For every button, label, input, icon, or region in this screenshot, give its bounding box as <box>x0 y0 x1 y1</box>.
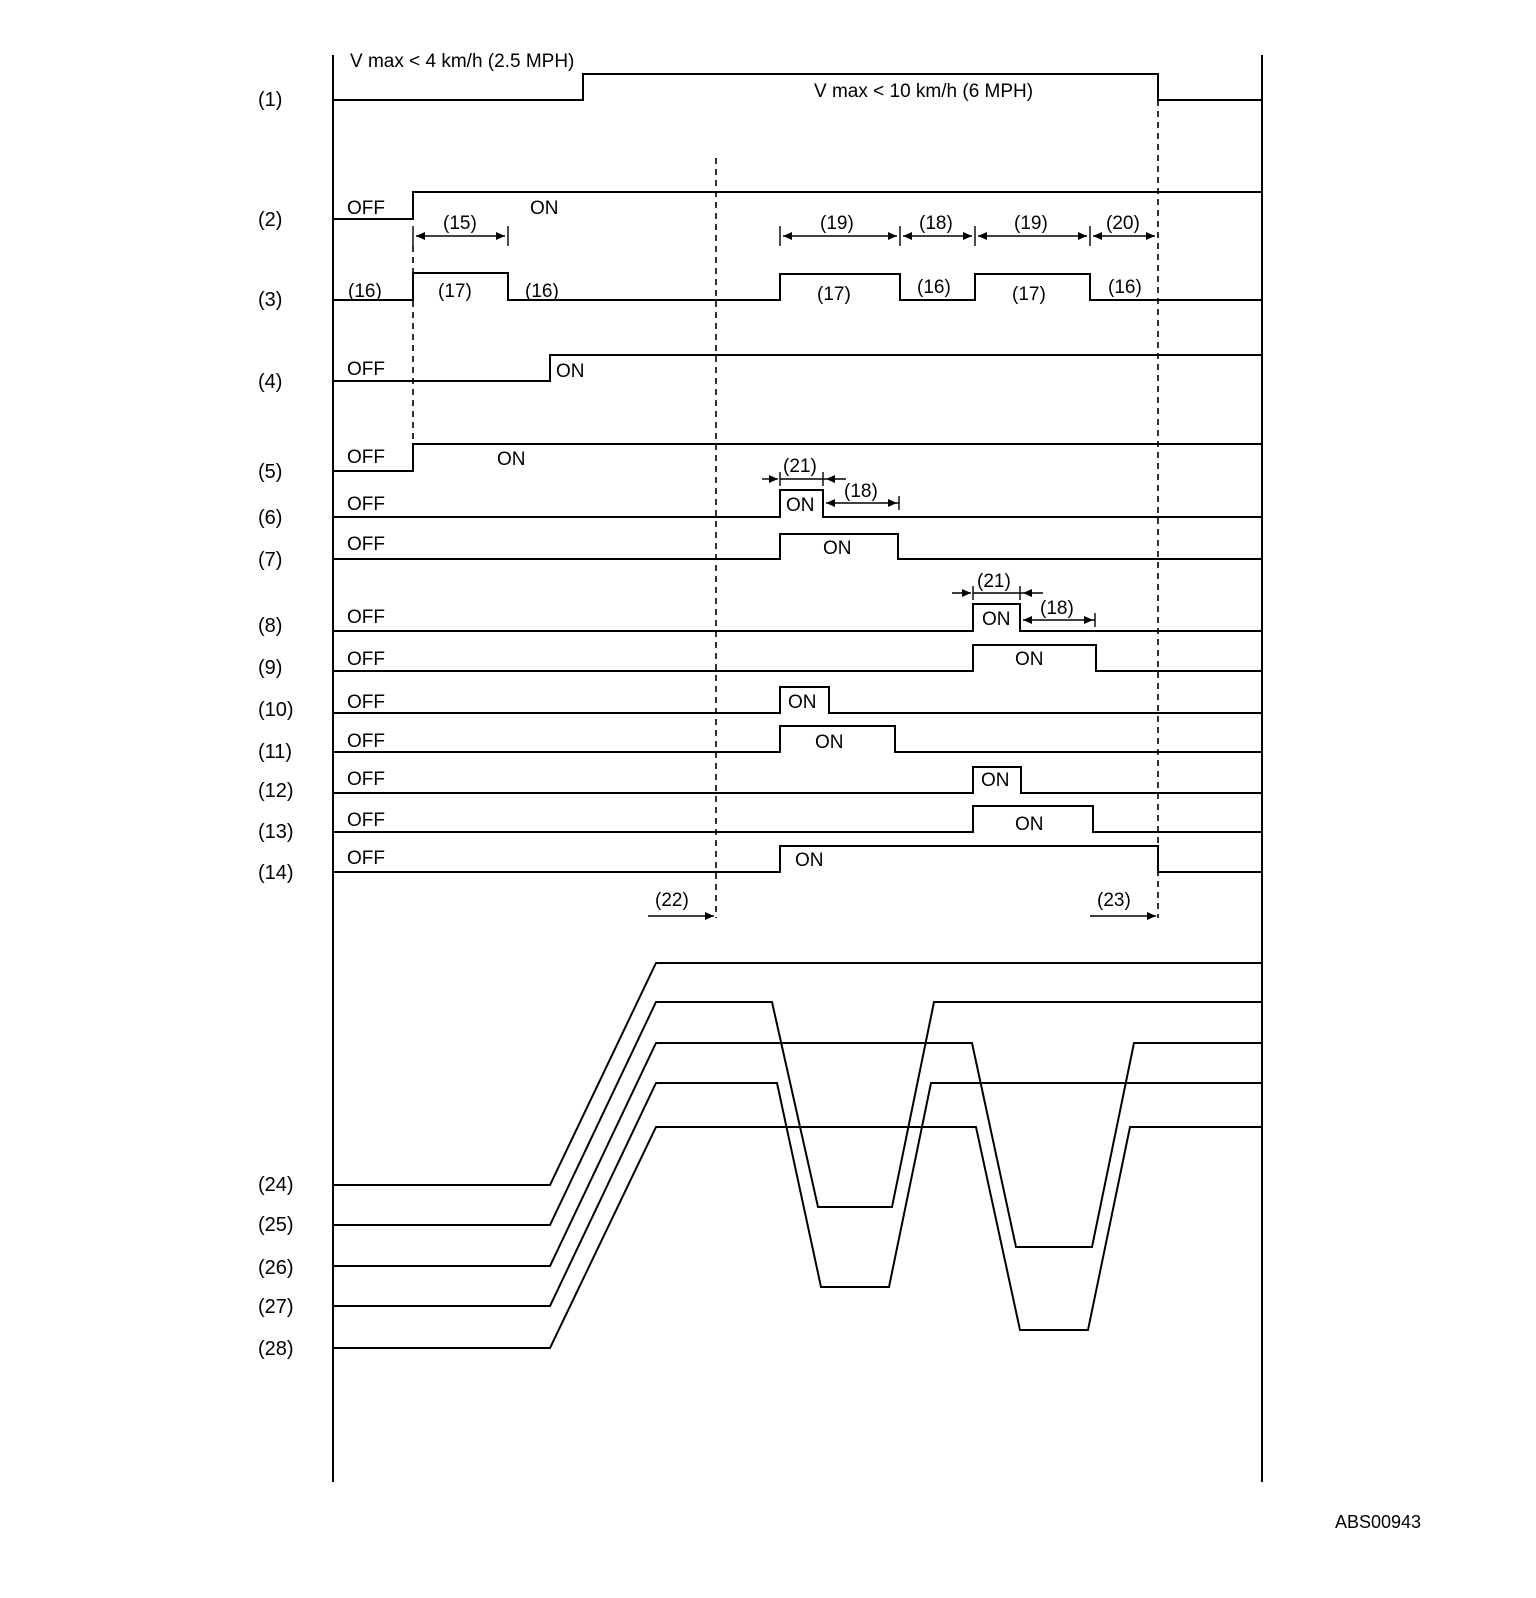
figure-code: ABS00943 <box>1335 1512 1421 1532</box>
analog-trace-28 <box>333 1126 1262 1349</box>
analog-trace-27 <box>333 1082 1262 1307</box>
waveform-11-on: ON <box>815 732 844 753</box>
waveform-10 <box>333 686 1262 714</box>
row-label-9: (9) <box>258 657 282 679</box>
waveform-9-off: OFF <box>347 649 385 670</box>
row-label-1: (1) <box>258 89 282 111</box>
interval-label-21b: (21) <box>977 571 1011 592</box>
waveform-3-text-6: (17) <box>1012 284 1046 305</box>
interval-label-19a: (19) <box>820 213 854 234</box>
row-label-7: (7) <box>258 549 282 571</box>
interval-label-19b: (19) <box>1014 213 1048 234</box>
waveform-4-on: ON <box>556 361 585 382</box>
analog-trace-25 <box>333 1001 1262 1226</box>
waveform-7 <box>333 533 1262 560</box>
waveform-3-text-3: (16) <box>525 281 559 302</box>
interval-label-20: (20) <box>1106 213 1140 234</box>
analog-trace-26 <box>333 1042 1262 1267</box>
waveform-3-text-1: (16) <box>348 281 382 302</box>
waveform-7-off: OFF <box>347 534 385 555</box>
interval-label-18a: (18) <box>919 213 953 234</box>
waveform-13-off: OFF <box>347 810 385 831</box>
waveform-8-off: OFF <box>347 607 385 628</box>
row-label-3: (3) <box>258 289 282 311</box>
waveform-12-off: OFF <box>347 769 385 790</box>
waveform-1-text-b: V max < 10 km/h (6 MPH) <box>814 81 1033 102</box>
row-label-10: (10) <box>258 699 294 721</box>
marker-22-label: (22) <box>655 890 689 911</box>
row-label-4: (4) <box>258 371 282 393</box>
waveform-8 <box>333 603 1262 632</box>
waveform-2 <box>333 191 1262 220</box>
analog-label-28: (28) <box>258 1338 294 1360</box>
waveform-10-on: ON <box>788 692 817 713</box>
waveform-12 <box>333 766 1262 794</box>
interval-label-18b: (18) <box>844 481 878 502</box>
waveform-14-off: OFF <box>347 848 385 869</box>
waveform-4 <box>333 354 1262 382</box>
waveform-3-text-2: (17) <box>438 281 472 302</box>
analog-label-26: (26) <box>258 1257 294 1279</box>
waveform-6-off: OFF <box>347 494 385 515</box>
waveform-13 <box>333 805 1262 833</box>
waveform-11 <box>333 725 1262 753</box>
interval-label-18c: (18) <box>1040 598 1074 619</box>
interval-arrows-row-3 <box>412 226 1155 246</box>
row-label-14: (14) <box>258 862 294 884</box>
waveform-1 <box>333 73 1262 101</box>
waveform-9-on: ON <box>1015 649 1044 670</box>
analog-label-27: (27) <box>258 1296 294 1318</box>
waveform-4-off: OFF <box>347 359 385 380</box>
waveform-13-on: ON <box>1015 814 1044 835</box>
analog-label-24: (24) <box>258 1174 294 1196</box>
waveform-3-text-4: (17) <box>817 284 851 305</box>
waveform-7-on: ON <box>823 538 852 559</box>
interval-label-21a: (21) <box>783 456 817 477</box>
row-label-2: (2) <box>258 209 282 231</box>
waveform-2-on: ON <box>530 198 559 219</box>
waveform-14-on: ON <box>795 850 824 871</box>
waveform-3-text-5: (16) <box>917 277 951 298</box>
waveform-3 <box>333 272 1262 301</box>
waveform-9 <box>333 644 1262 672</box>
analog-trace-24 <box>333 962 1262 1186</box>
waveform-6-on: ON <box>786 495 815 516</box>
row-label-11: (11) <box>258 741 292 763</box>
marker-22-arrowhead <box>705 912 714 920</box>
waveform-6 <box>333 489 1262 518</box>
waveform-11-off: OFF <box>347 731 385 752</box>
analog-label-25: (25) <box>258 1214 294 1236</box>
interval-arrows-row-8 <box>952 586 1096 627</box>
interval-label-15: (15) <box>443 213 477 234</box>
waveform-10-off: OFF <box>347 692 385 713</box>
row-label-6: (6) <box>258 507 282 529</box>
waveform-8-on: ON <box>982 609 1011 630</box>
waveform-14 <box>333 845 1262 873</box>
row-label-8: (8) <box>258 615 282 637</box>
row-label-13: (13) <box>258 821 294 843</box>
waveform-5 <box>333 443 1262 472</box>
waveform-2-off: OFF <box>347 198 385 219</box>
waveform-5-off: OFF <box>347 447 385 468</box>
marker-23-arrowhead <box>1147 912 1156 920</box>
interval-arrows-row-6 <box>762 472 900 510</box>
waveform-3-text-7: (16) <box>1108 277 1142 298</box>
marker-23-label: (23) <box>1097 890 1131 911</box>
row-label-12: (12) <box>258 780 294 802</box>
waveform-12-on: ON <box>981 770 1010 791</box>
waveform-1-text-a: V max < 4 km/h (2.5 MPH) <box>350 51 574 72</box>
waveform-5-on: ON <box>497 449 526 470</box>
row-label-5: (5) <box>258 461 282 483</box>
